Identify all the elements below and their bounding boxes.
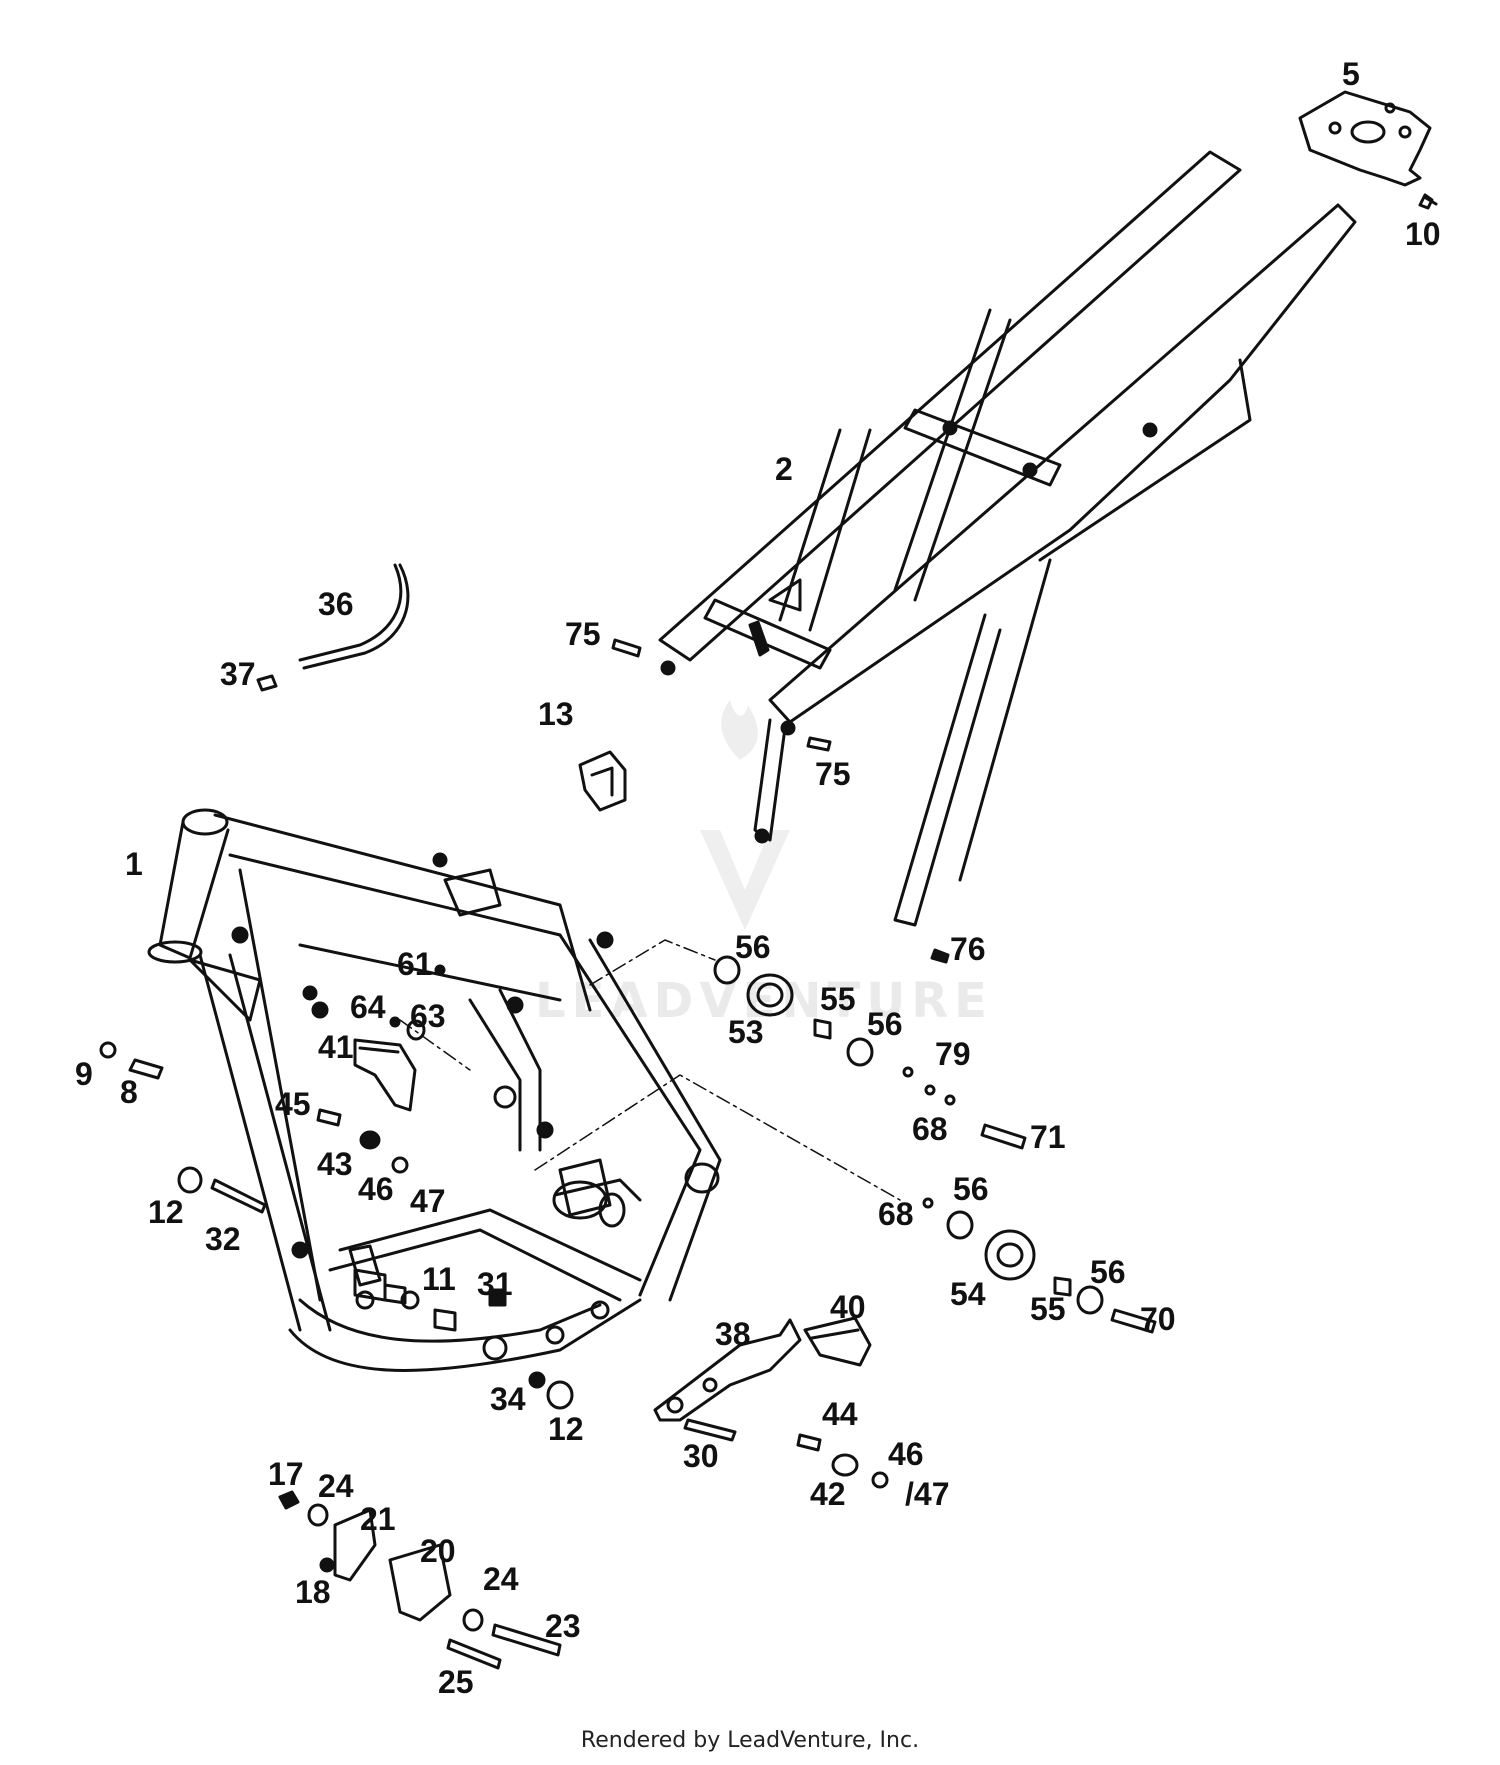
callout-47: 47 bbox=[410, 1183, 446, 1219]
callout-11: 11 bbox=[422, 1261, 456, 1297]
callout-17: 17 bbox=[268, 1456, 304, 1492]
callout-13: 13 bbox=[538, 696, 574, 732]
callout-18: 18 bbox=[295, 1574, 331, 1610]
watermark-v-icon bbox=[700, 830, 790, 930]
callout-9: 9 bbox=[75, 1056, 93, 1092]
callout-46: 46 bbox=[358, 1171, 394, 1207]
callout-5: 5 bbox=[1342, 56, 1360, 92]
part-bumper bbox=[578, 750, 627, 812]
part-shock-hardware bbox=[713, 955, 1157, 1334]
callout-63: 63 bbox=[410, 998, 446, 1034]
callout-23: 23 bbox=[545, 1608, 581, 1644]
callout-8: 8 bbox=[120, 1074, 138, 1110]
callout-30: 30 bbox=[683, 1438, 719, 1474]
callout-47: /47 bbox=[905, 1476, 949, 1512]
callout-25: 25 bbox=[438, 1664, 474, 1700]
callout-24: 24 bbox=[483, 1561, 519, 1597]
callout-12: 12 bbox=[548, 1411, 584, 1447]
callout-70: 70 bbox=[1140, 1301, 1176, 1337]
part-lower-brackets bbox=[278, 1490, 562, 1670]
callout-53: 53 bbox=[728, 1014, 764, 1050]
callout-46: 46 bbox=[888, 1436, 924, 1472]
callout-56: 56 bbox=[867, 1006, 903, 1042]
callout-32: 32 bbox=[205, 1221, 241, 1257]
callout-75: 75 bbox=[815, 756, 851, 792]
callout-45: 45 bbox=[275, 1086, 311, 1122]
callout-56: 56 bbox=[735, 929, 771, 965]
part-hose bbox=[256, 563, 410, 692]
callout-43: 43 bbox=[317, 1146, 353, 1182]
callout-36: 36 bbox=[318, 586, 354, 622]
callout-68: 68 bbox=[878, 1196, 914, 1232]
callout-75: 75 bbox=[565, 616, 601, 652]
callout-12: 12 bbox=[148, 1194, 184, 1230]
callout-61: 61 bbox=[397, 946, 433, 982]
callout-44: 44 bbox=[822, 1396, 858, 1432]
callout-10: 10 bbox=[1405, 216, 1441, 252]
callout-54: 54 bbox=[950, 1276, 986, 1312]
callout-55: 55 bbox=[820, 981, 856, 1017]
watermark: LEADVENTURE bbox=[535, 700, 987, 1029]
callout-31: 31 bbox=[477, 1266, 513, 1302]
callout-55: 55 bbox=[1030, 1291, 1066, 1327]
callout-68: 68 bbox=[912, 1111, 948, 1147]
callout-21: 21 bbox=[360, 1501, 396, 1537]
callout-40: 40 bbox=[830, 1289, 866, 1325]
callout-41: 41 bbox=[318, 1029, 354, 1065]
callout-38: 38 bbox=[715, 1316, 751, 1352]
part-bracket-plate bbox=[1298, 90, 1434, 210]
callout-37: 37 bbox=[220, 656, 256, 692]
callout-24: 24 bbox=[318, 1468, 354, 1504]
part-hardware bbox=[99, 196, 1438, 1410]
callout-34: 34 bbox=[490, 1381, 526, 1417]
callout-2: 2 bbox=[775, 451, 793, 487]
callout-20: 20 bbox=[420, 1533, 456, 1569]
callout-1: 1 bbox=[125, 846, 143, 882]
callout-76: 76 bbox=[950, 931, 986, 967]
callout-56: 56 bbox=[953, 1171, 989, 1207]
part-main-frame bbox=[147, 808, 722, 1372]
watermark-flame-icon bbox=[721, 700, 758, 760]
footer-credit: Rendered by LeadVenture, Inc. bbox=[580, 1728, 920, 1753]
leader-lines bbox=[399, 939, 901, 1201]
callout-64: 64 bbox=[350, 989, 386, 1025]
part-footrest-bracket bbox=[653, 1316, 889, 1489]
callout-71: 71 bbox=[1030, 1119, 1066, 1155]
callout-79: 79 bbox=[935, 1036, 971, 1072]
part-rear-subframe bbox=[658, 150, 1357, 927]
callout-56: 56 bbox=[1090, 1254, 1126, 1290]
callout-labels: 5 10 2 36 37 75 75 13 1 61 56 64 63 53 5… bbox=[75, 56, 1441, 1700]
callout-42: 42 bbox=[810, 1476, 846, 1512]
